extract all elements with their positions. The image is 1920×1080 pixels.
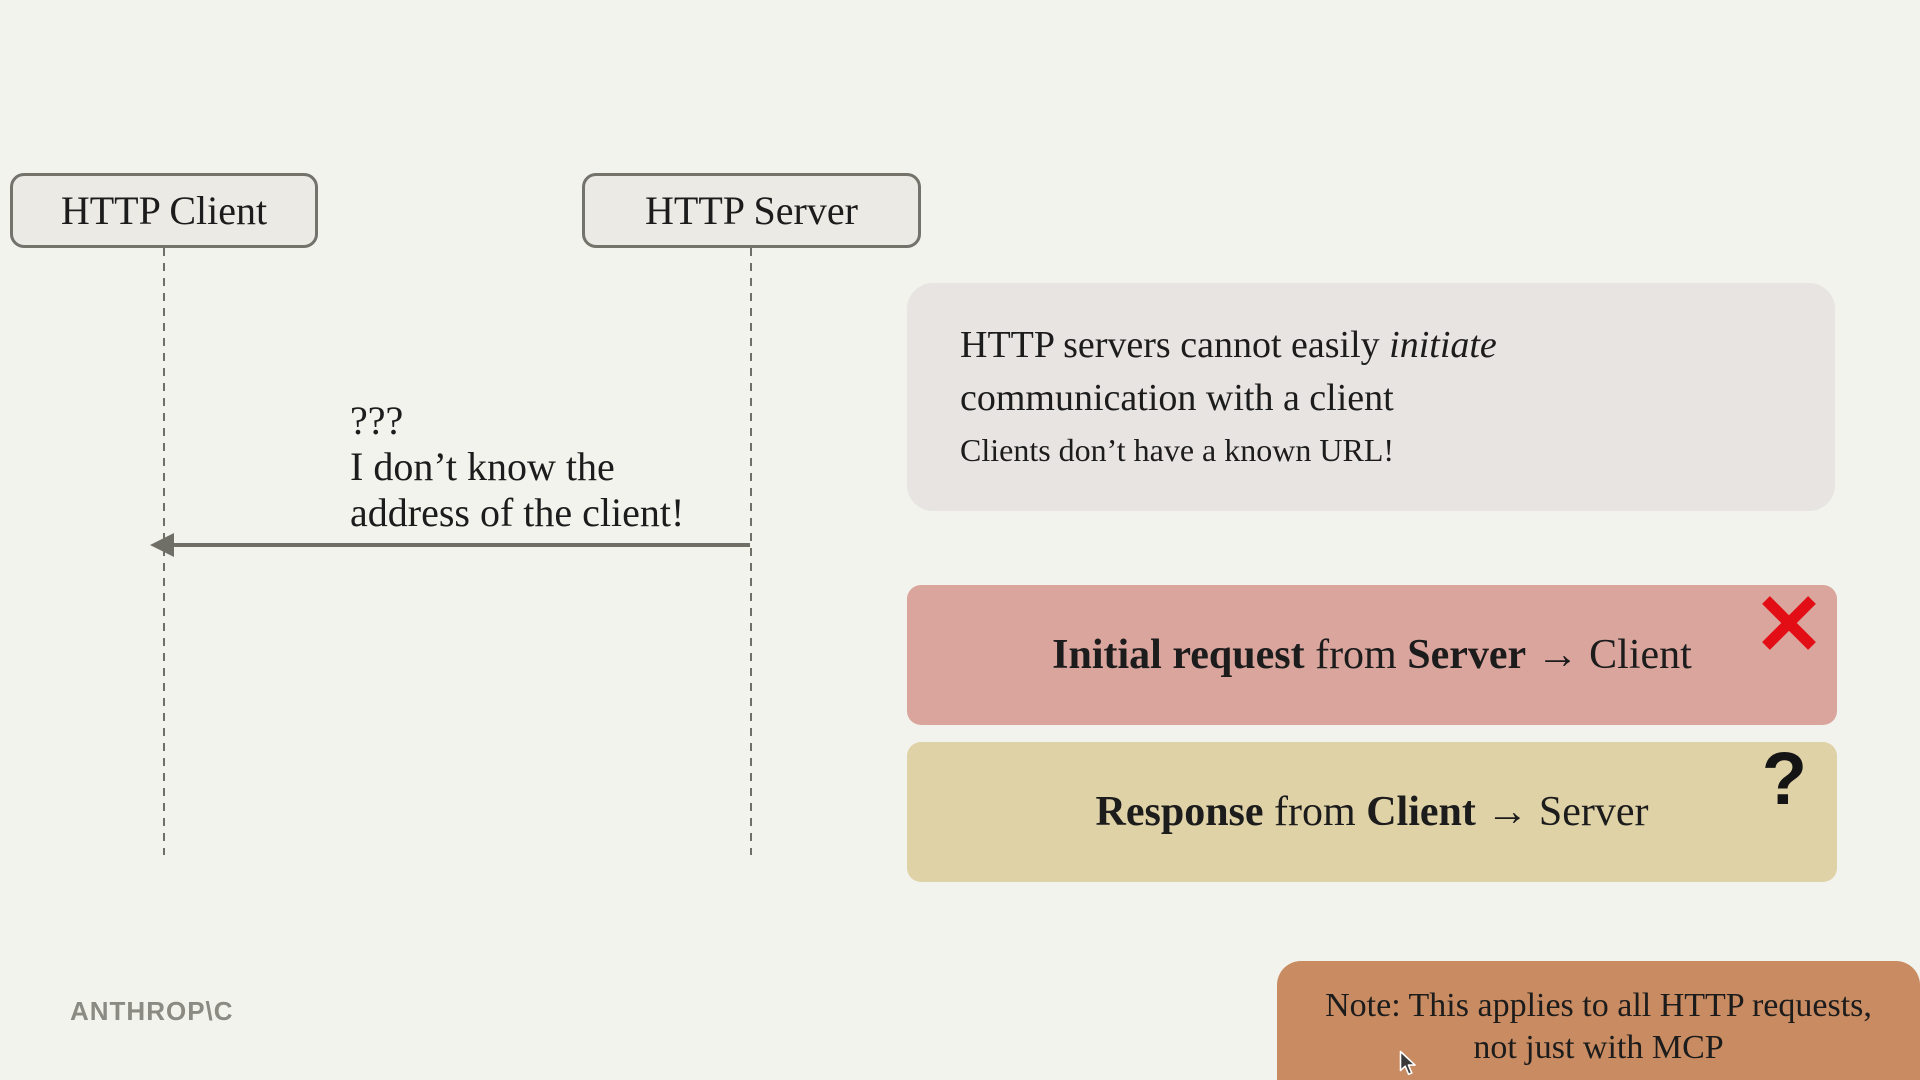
initial-request-server-bold: Server bbox=[1407, 632, 1527, 678]
explanation-callout: HTTP servers cannot easily initiate comm… bbox=[907, 283, 1835, 511]
callout-line-1-italic: initiate bbox=[1389, 324, 1497, 366]
response-client-bold: Client bbox=[1366, 789, 1476, 835]
response-mid: from bbox=[1263, 789, 1367, 835]
message-line-1: ??? bbox=[350, 398, 404, 443]
message-arrowhead-icon bbox=[150, 533, 174, 557]
actor-label-http-server: HTTP Server bbox=[645, 188, 858, 233]
question-mark-icon: ? bbox=[1761, 737, 1807, 820]
response-card: Response from Client → Server ? bbox=[907, 738, 1837, 882]
initial-request-card-text: Initial request from Server → Client bbox=[1052, 631, 1692, 679]
initial-request-rest: → Client bbox=[1526, 632, 1692, 678]
actor-box-http-server: HTTP Server bbox=[582, 173, 921, 248]
callout-line-3: Clients don’t have a known URL! bbox=[960, 432, 1395, 468]
cross-icon bbox=[1762, 596, 1816, 650]
message-line-3: address of the client! bbox=[350, 490, 685, 535]
initial-request-mid: from bbox=[1304, 632, 1408, 678]
message-text: ??? I don’t know the address of the clie… bbox=[350, 398, 684, 536]
response-rest: → Server bbox=[1475, 789, 1649, 835]
response-bold: Response bbox=[1095, 789, 1264, 835]
note-card: Note: This applies to all HTTP requests,… bbox=[1277, 961, 1920, 1080]
note-line-1: Note: This applies to all HTTP requests, bbox=[1325, 987, 1872, 1024]
server-lifeline bbox=[750, 248, 752, 855]
actor-label-http-client: HTTP Client bbox=[60, 188, 268, 233]
callout-line-2: communication with a client bbox=[960, 377, 1394, 419]
callout-line-1-normal: HTTP servers cannot easily bbox=[960, 324, 1390, 366]
message-arrow-line bbox=[172, 543, 750, 547]
actor-box-http-client: HTTP Client bbox=[10, 173, 318, 248]
note-line-2: not just with MCP bbox=[1473, 1029, 1724, 1066]
response-card-text: Response from Client → Server bbox=[1096, 788, 1649, 836]
callout-line-1: HTTP servers cannot easily initiate bbox=[960, 319, 1795, 372]
initial-request-bold: Initial request bbox=[1052, 632, 1305, 678]
anthropic-logo: ANTHROP\C bbox=[70, 996, 234, 1026]
message-line-2: I don’t know the bbox=[350, 444, 615, 489]
initial-request-card: Initial request from Server → Client bbox=[907, 585, 1837, 725]
mouse-cursor-icon bbox=[1399, 1050, 1416, 1076]
